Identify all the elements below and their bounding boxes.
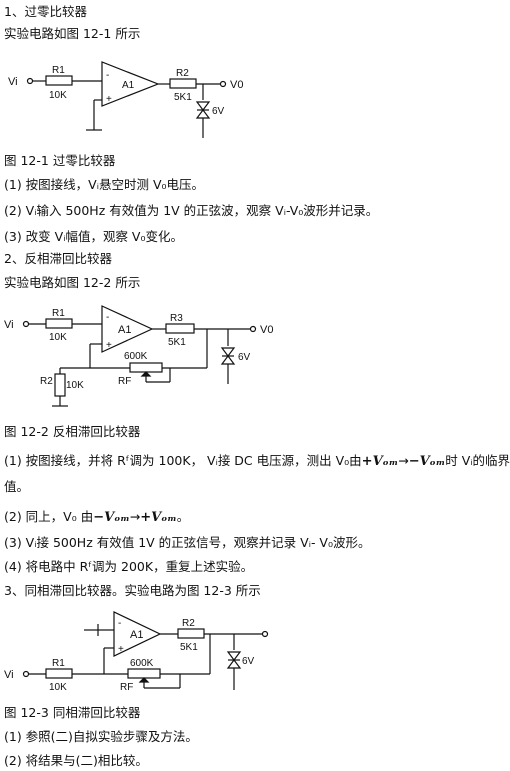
resistor-r1: [45, 75, 73, 86]
label-r1: R1: [52, 65, 65, 76]
s2-step-1: (1) 按图接线，并将 Rᶠ调为 100K， Vᵢ接 DC 电压源，测出 V₀由…: [4, 453, 510, 470]
label-r1-value: 10K: [49, 332, 67, 343]
resistor-r2: [54, 373, 66, 397]
label-rf: RF: [118, 376, 131, 387]
formula-arrow: →: [398, 453, 409, 468]
label-r2: R2: [40, 376, 53, 387]
label-vi: Vi: [4, 669, 14, 681]
label-r2-value: 5K1: [180, 642, 198, 653]
label-a1: A1: [130, 629, 143, 641]
formula-plus-vom-2: +Vₒₘ: [140, 510, 177, 525]
formula-minus-vom: −Vₒₘ: [408, 454, 446, 469]
label-r3: R3: [170, 313, 183, 324]
figure-12-2-caption: 图 12-2 反相滞回比较器: [4, 424, 141, 439]
figure-12-1-caption: 图 12-1 过零比较器: [4, 153, 116, 168]
resistor-r3: [165, 323, 195, 334]
s2-step-3: (3) Vᵢ接 500Hz 有效值 1V 的正弦信号，观察并记录 Vᵢ- V₀波…: [4, 535, 371, 550]
figure-12-1-circuit: Vi R1 10K - + A1 R2 5K1 V0 6V: [8, 61, 243, 138]
label-rf-value: 600K: [124, 351, 148, 362]
s2-step-4: (4) 将电路中 Rᶠ调为 200K，重复上述实验。: [4, 559, 254, 574]
label-vo: V0: [260, 324, 273, 336]
vi-terminal: [26, 77, 34, 85]
section-3-heading: 3、同相滞回比较器。实验电路为图 12-3 所示: [4, 583, 261, 598]
vi-terminal: [22, 320, 30, 328]
formula-plus-vom: +Vₒₘ: [361, 454, 399, 469]
s2-step-2: (2) 同上，V₀ 由−Vₒₘ→+Vₒₘ。: [4, 509, 189, 526]
resistor-r2: [177, 628, 205, 639]
figure-12-3-circuit: - + A1 R2 5K1 6V Vi R1 10K 600K RF: [4, 611, 269, 693]
zener-diode: [195, 101, 211, 119]
vo-terminal: [249, 325, 257, 333]
label-r2-value: 10K: [66, 380, 84, 391]
s2-step-1-text-b: 时 Vᵢ的临界: [445, 453, 510, 468]
label-r3-value: 5K1: [168, 337, 186, 348]
label-minus: -: [106, 70, 109, 81]
label-vi: Vi: [8, 76, 18, 88]
figure-12-2-circuit: Vi R1 10K - + A1 R3 5K1 V0 6V 600K RF R2…: [4, 305, 273, 407]
opamp-a1: [101, 61, 160, 107]
formula-arrow-2: →: [129, 509, 141, 524]
label-plus: +: [106, 94, 112, 105]
section-2-heading: 2、反相滞回比较器: [4, 251, 112, 266]
output-terminal: [261, 630, 269, 638]
label-r1: R1: [52, 308, 65, 319]
s1-step-2: (2) Vᵢ输入 500Hz 有效值为 1V 的正弦波，观察 Vᵢ-V₀波形并记…: [4, 203, 379, 218]
resistor-rf: [129, 362, 163, 373]
s1-step-1: (1) 按图接线，Vᵢ悬空时测 V₀电压。: [4, 177, 205, 192]
label-r2: R2: [182, 618, 195, 629]
rf-wiper-arrow: [140, 371, 152, 377]
label-r1: R1: [52, 658, 65, 669]
label-zener: 6V: [242, 656, 255, 667]
label-zener: 6V: [238, 352, 251, 363]
label-vi: Vi: [4, 319, 14, 331]
label-r2-value: 5K1: [174, 92, 192, 103]
label-plus: +: [118, 644, 124, 655]
resistor-r2: [169, 78, 197, 89]
zener-diode: [226, 651, 242, 669]
section-1-intro: 实验电路如图 12-1 所示: [4, 26, 141, 41]
figure-12-3-caption: 图 12-3 同相滞回比较器: [4, 705, 141, 720]
resistor-r1: [45, 318, 73, 329]
label-a1: A1: [118, 324, 131, 336]
label-r1-value: 10K: [49, 90, 67, 101]
label-rf-value: 600K: [130, 658, 154, 669]
vo-terminal: [219, 80, 227, 88]
opamp-a1: [113, 611, 162, 657]
label-vo: V0: [230, 79, 243, 91]
s1-step-3: (3) 改变 Vᵢ幅值，观察 V₀变化。: [4, 229, 183, 244]
s2-step-1-continued: 值。: [4, 479, 30, 494]
zener-diode: [220, 347, 236, 365]
s2-step-2-text-a: (2) 同上，V₀ 由: [4, 509, 94, 524]
s2-step-2-text-b: 。: [176, 509, 190, 524]
resistor-r1: [45, 668, 73, 679]
section-2-intro: 实验电路如图 12-2 所示: [4, 275, 141, 290]
label-r2: R2: [176, 68, 189, 79]
resistor-rf: [127, 668, 161, 679]
label-a1: A1: [122, 80, 135, 91]
label-plus: +: [106, 340, 112, 351]
s2-step-1-text-a: (1) 按图接线，并将 Rᶠ调为 100K， Vᵢ接 DC 电压源，测出 V₀由: [4, 453, 362, 468]
label-zener: 6V: [212, 106, 225, 117]
rf-wiper-arrow: [138, 677, 150, 683]
opamp-a1: [101, 305, 154, 353]
label-rf: RF: [120, 682, 133, 693]
formula-minus-vom-2: −Vₒₘ: [93, 510, 130, 525]
section-1-heading: 1、过零比较器: [4, 4, 87, 19]
vi-terminal: [22, 670, 30, 678]
label-r1-value: 10K: [49, 682, 67, 693]
label-minus: -: [106, 312, 109, 323]
label-minus: -: [118, 618, 121, 629]
s3-step-1: (1) 参照(二)自拟实验步骤及方法。: [4, 729, 198, 744]
s3-step-2: (2) 将结果与(二)相比较。: [4, 753, 148, 768]
